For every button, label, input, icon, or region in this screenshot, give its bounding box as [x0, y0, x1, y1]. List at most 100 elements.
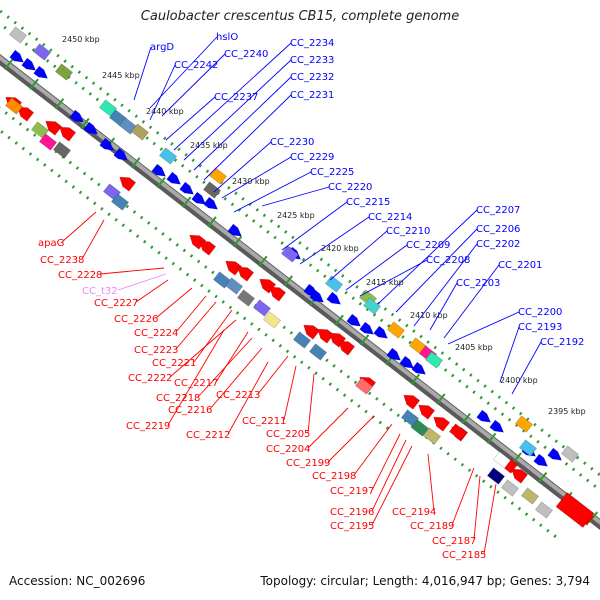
gene-arrow[interactable] [234, 263, 255, 282]
feature-box[interactable] [130, 123, 150, 141]
feature-box[interactable] [158, 147, 178, 165]
gene-arrow[interactable] [309, 289, 327, 306]
gene-label[interactable]: hslO [216, 32, 238, 43]
gene-arrow[interactable] [166, 171, 184, 188]
gene-arrow[interactable] [203, 196, 221, 213]
feature-box[interactable] [486, 467, 506, 485]
gene-arrow[interactable] [476, 409, 494, 426]
gene-label[interactable]: CC_2209 [406, 240, 450, 251]
gene-label[interactable]: CC_2224 [134, 328, 178, 339]
feature-box[interactable] [386, 321, 406, 339]
feature-box[interactable] [410, 419, 430, 437]
rna-label[interactable]: CC_t32 [82, 286, 118, 297]
gene-arrow[interactable] [179, 181, 197, 198]
gene-arrow[interactable] [266, 283, 287, 302]
gene-arrow[interactable] [373, 325, 391, 342]
gene-label[interactable]: CC_2201 [498, 260, 542, 271]
gene-label[interactable]: CC_2198 [312, 471, 356, 482]
gene-arrow[interactable] [14, 103, 35, 122]
feature-box[interactable] [4, 97, 24, 115]
feature-box[interactable] [422, 427, 442, 445]
gene-label[interactable]: CC_2206 [476, 224, 520, 235]
gene-label[interactable]: CC_2222 [128, 373, 172, 384]
feature-box[interactable] [362, 297, 382, 315]
gene-arrow[interactable] [400, 391, 421, 410]
gene-label[interactable]: CC_2229 [290, 152, 334, 163]
gene-label[interactable]: CC_2237 [214, 92, 258, 103]
gene-arrow[interactable] [116, 173, 137, 192]
gene-label[interactable]: CC_2227 [94, 298, 138, 309]
feature-box[interactable] [292, 331, 312, 349]
gene-label[interactable]: CC_2211 [242, 416, 286, 427]
feature-box[interactable] [492, 451, 512, 469]
gene-label[interactable]: CC_2234 [290, 38, 334, 49]
gene-label[interactable]: CC_2232 [290, 72, 334, 83]
gene-arrow[interactable] [21, 57, 39, 74]
feature-box[interactable] [518, 439, 538, 457]
gene-label[interactable]: CC_2220 [328, 182, 372, 193]
feature-box[interactable] [324, 275, 344, 293]
gene-label[interactable]: CC_2216 [168, 405, 212, 416]
feature-box[interactable] [252, 299, 272, 317]
gene-arrow[interactable] [99, 137, 117, 154]
gene-label[interactable]: CC_2242 [174, 60, 218, 71]
gene-arrow[interactable] [533, 453, 551, 470]
feature-box[interactable] [424, 351, 444, 369]
gene-arrow[interactable] [430, 413, 451, 432]
gene-arrow[interactable] [399, 355, 417, 372]
gene-label[interactable]: CC_2202 [476, 239, 520, 250]
gene-arrow[interactable] [346, 313, 364, 330]
gene-label[interactable]: CC_2193 [518, 322, 562, 333]
gene-label[interactable]: CC_2233 [290, 55, 334, 66]
feature-box[interactable] [110, 193, 130, 211]
feature-box[interactable] [54, 63, 74, 81]
gene-arrow[interactable] [489, 419, 507, 436]
gene-label[interactable]: CC_2195 [330, 521, 374, 532]
feature-box[interactable] [98, 99, 118, 117]
gene-arrow[interactable] [191, 191, 209, 208]
gene-arrow[interactable] [547, 447, 565, 464]
gene-arrow[interactable] [33, 65, 51, 82]
gene-label[interactable]: CC_2196 [330, 507, 374, 518]
gene-arrow[interactable] [508, 465, 529, 484]
gene-label[interactable]: CC_2194 [392, 507, 436, 518]
gene-arrow[interactable] [227, 223, 245, 240]
feature-box[interactable] [354, 377, 374, 395]
feature-box[interactable] [52, 141, 72, 159]
feature-box[interactable] [534, 501, 554, 519]
gene-label[interactable]: CC_2192 [540, 337, 584, 348]
feature-box[interactable] [32, 43, 52, 61]
gene-arrow[interactable] [222, 257, 243, 276]
gene-label[interactable]: CC_2213 [216, 390, 260, 401]
gene-label[interactable]: CC_2218 [156, 393, 200, 404]
gene-arrow[interactable] [415, 401, 436, 420]
feature-box[interactable] [520, 487, 540, 505]
gene-label[interactable]: CC_2230 [270, 137, 314, 148]
gene-label[interactable]: CC_2231 [290, 90, 334, 101]
gene-label[interactable]: CC_2208 [426, 255, 470, 266]
gene-arrow[interactable] [42, 117, 63, 136]
gene-label[interactable]: apaG [38, 238, 64, 249]
gene-arrow[interactable] [83, 121, 101, 138]
gene-arrow[interactable] [314, 325, 335, 344]
feature-box[interactable] [118, 117, 138, 135]
gene-label[interactable]: CC_2240 [224, 49, 268, 60]
gene-label[interactable]: CC_2207 [476, 205, 520, 216]
gene-label[interactable]: CC_2199 [286, 458, 330, 469]
feature-box[interactable] [308, 343, 328, 361]
feature-box[interactable] [208, 167, 228, 185]
gene-label[interactable]: CC_2228 [58, 270, 102, 281]
gene-arrow[interactable] [386, 347, 404, 364]
gene-arrow[interactable] [326, 291, 344, 308]
gene-arrow[interactable] [196, 237, 217, 256]
gene-label[interactable]: CC_2226 [114, 314, 158, 325]
feature-box[interactable] [500, 479, 520, 497]
gene-label[interactable]: CC_2204 [266, 444, 310, 455]
gene-label[interactable]: CC_2203 [456, 278, 500, 289]
gene-arrow[interactable] [335, 337, 356, 356]
feature-box[interactable] [280, 245, 300, 263]
feature-box[interactable] [212, 271, 232, 289]
feature-box[interactable] [448, 423, 468, 441]
gene-label[interactable]: CC_2219 [126, 421, 170, 432]
feature-box[interactable] [38, 133, 58, 151]
